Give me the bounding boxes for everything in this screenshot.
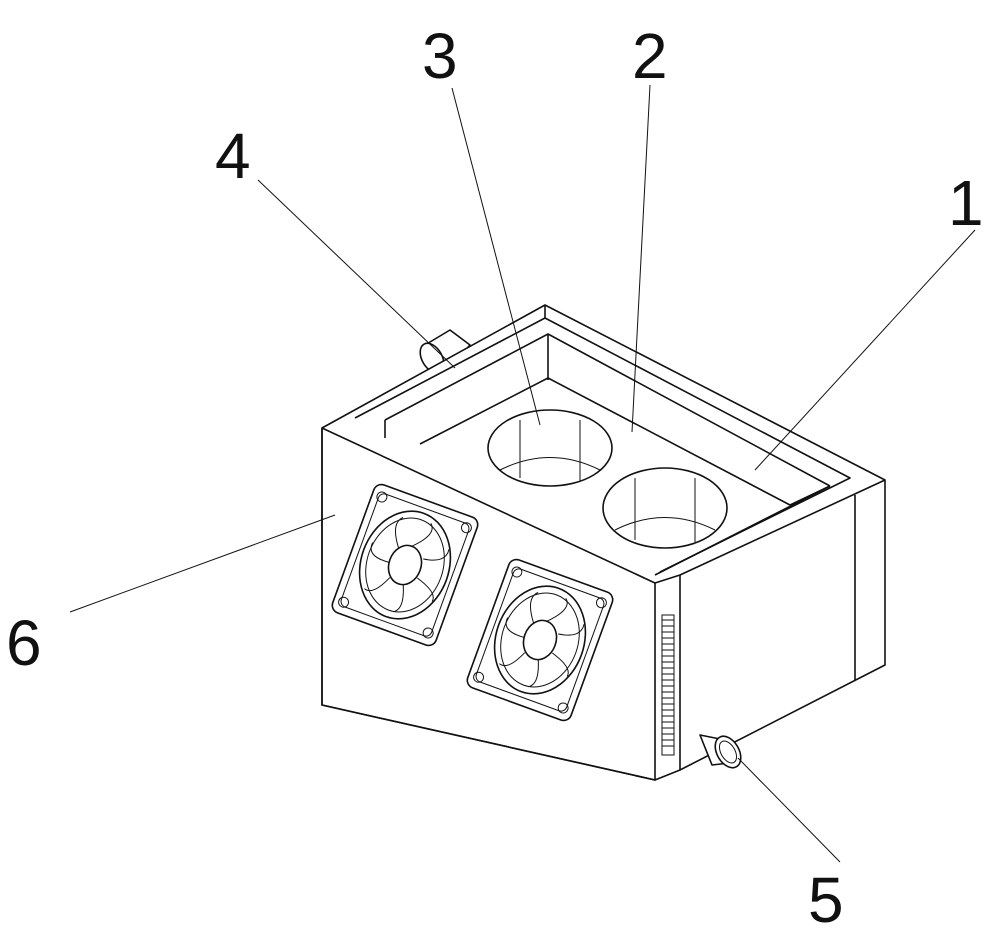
label-4: 4 xyxy=(215,120,251,192)
leader-line-4 xyxy=(258,180,455,368)
leader-line-5 xyxy=(738,758,840,862)
cup-hole-left xyxy=(488,410,612,486)
label-6: 6 xyxy=(6,607,42,679)
label-1: 1 xyxy=(948,167,984,239)
leader-line-1 xyxy=(755,230,975,470)
label-2: 2 xyxy=(632,20,668,92)
cup-hole-right xyxy=(603,468,727,548)
label-5: 5 xyxy=(808,864,844,936)
label-3: 3 xyxy=(422,20,458,92)
leader-line-6 xyxy=(70,515,335,612)
